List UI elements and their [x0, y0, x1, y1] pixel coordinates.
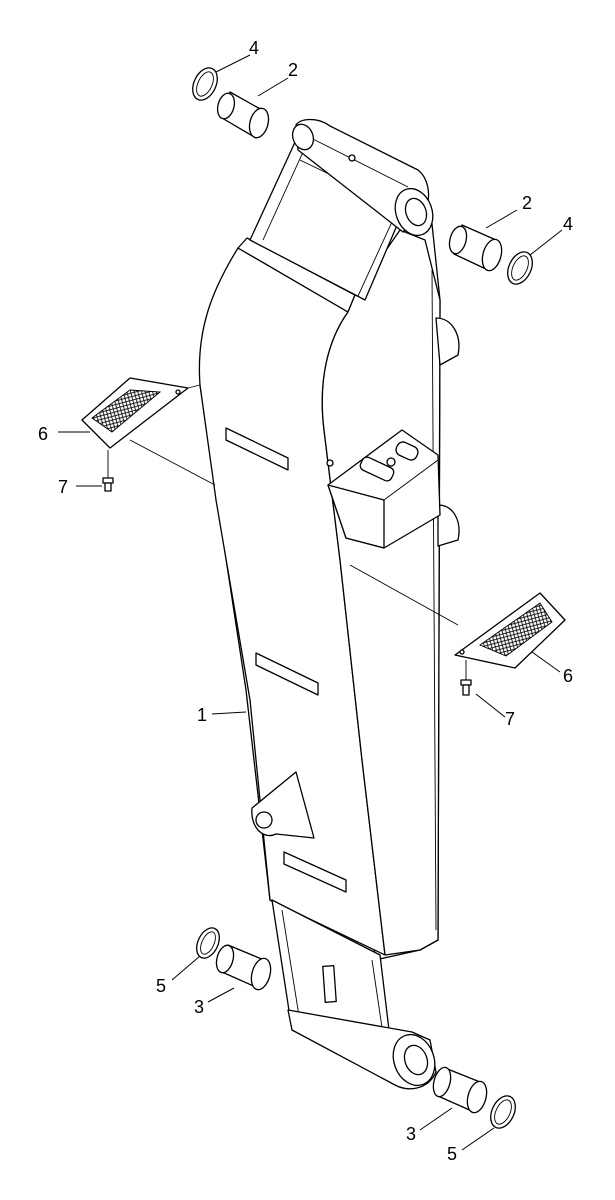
- label-5-bottom-right: 5: [447, 1144, 457, 1164]
- seal-ring-bottom-right: [490, 1095, 516, 1129]
- label-4-top-left: 4: [249, 38, 259, 58]
- bolt-right: [460, 660, 472, 696]
- label-4-top-right: 4: [563, 214, 573, 234]
- label-6-right: 6: [563, 666, 573, 686]
- label-2-top-right: 2: [522, 193, 532, 213]
- bolt-left: [102, 450, 114, 492]
- label-3-bottom-right: 3: [406, 1124, 416, 1144]
- label-6-left: 6: [38, 424, 48, 444]
- bushing-top-left: [216, 91, 270, 139]
- label-1-arm: 1: [197, 705, 207, 725]
- label-3-bottom-left: 3: [194, 997, 204, 1017]
- step-plate-right: [454, 592, 566, 669]
- label-7-right: 7: [505, 709, 515, 729]
- bushing-bottom-right: [432, 1066, 488, 1114]
- bushing-top-right: [448, 224, 503, 272]
- seal-ring-top-right: [507, 251, 533, 285]
- seal-ring-bottom-left: [196, 927, 220, 959]
- seal-ring-top-left: [192, 67, 218, 101]
- label-7-left: 7: [58, 477, 68, 497]
- label-5-bottom-left: 5: [156, 976, 166, 996]
- step-plate-left: [81, 377, 189, 449]
- label-2-top-left: 2: [288, 60, 298, 80]
- leader-lines: [58, 54, 563, 1151]
- arm-body: [129, 118, 460, 1090]
- bushing-bottom-left: [215, 944, 272, 991]
